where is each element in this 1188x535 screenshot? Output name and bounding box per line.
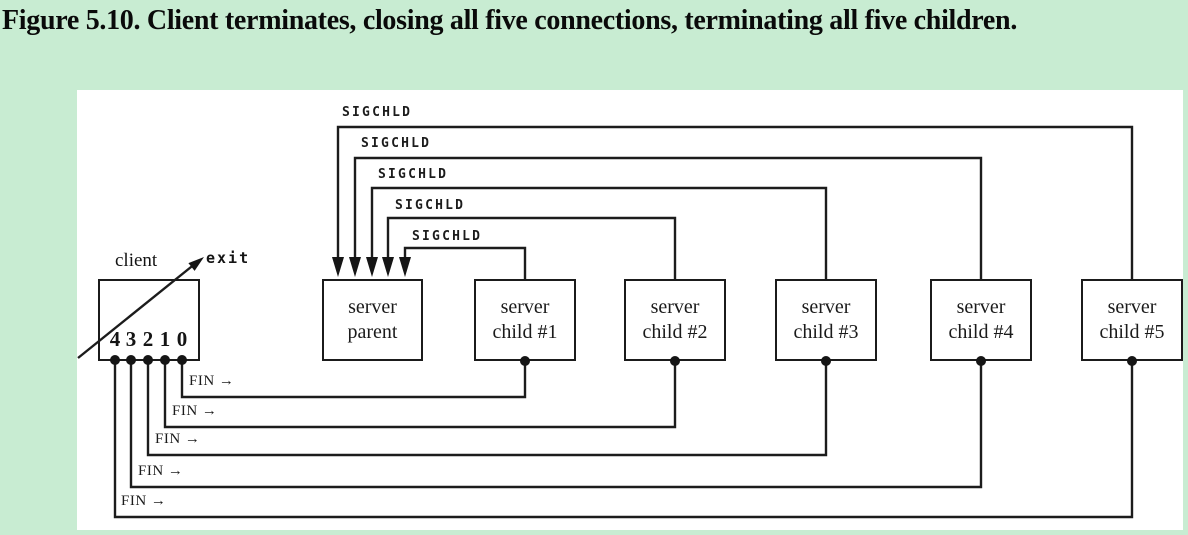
fin-label-fd0: FIN → bbox=[189, 373, 235, 389]
server-child-3-label-line1: server bbox=[801, 296, 851, 318]
server-child-5-label-line2: child #5 bbox=[1099, 321, 1165, 343]
sigchld-label-child5: SIGCHLD bbox=[342, 105, 413, 120]
fin-label-fd3: FIN → bbox=[138, 463, 184, 479]
fin-label-fd1: FIN → bbox=[172, 403, 218, 419]
server-child-3-label-line2: child #3 bbox=[793, 321, 859, 343]
sigchld-label-child1: SIGCHLD bbox=[412, 229, 483, 244]
sigchld-label-child3: SIGCHLD bbox=[378, 167, 449, 182]
client-label: client bbox=[115, 250, 158, 271]
server-child-2-label-line2: child #2 bbox=[642, 321, 708, 343]
figure-title: Figure 5.10. Client terminates, closing … bbox=[2, 5, 1018, 36]
server-child-4-label-line2: child #4 bbox=[948, 321, 1014, 343]
server-parent-box: server parent bbox=[322, 279, 423, 361]
server-child-4-label-line1: server bbox=[956, 296, 1006, 318]
sigchld-label-child2: SIGCHLD bbox=[395, 198, 466, 213]
fin-label-fd2: FIN → bbox=[155, 431, 201, 447]
server-child-1-label-line1: server bbox=[500, 296, 550, 318]
server-parent-label-line2: parent bbox=[347, 321, 398, 343]
server-child-5-label-line1: server bbox=[1107, 296, 1157, 318]
server-child-1-box: server child #1 bbox=[474, 279, 576, 361]
descriptor-0: 0 bbox=[176, 327, 188, 351]
server-child-1-label-line2: child #1 bbox=[492, 321, 558, 343]
server-child-2-label-line1: server bbox=[650, 296, 700, 318]
server-child-3-box: server child #3 bbox=[775, 279, 877, 361]
server-parent-label-line1: server bbox=[348, 296, 397, 318]
sigchld-label-child4: SIGCHLD bbox=[361, 136, 432, 151]
server-child-5-box: server child #5 bbox=[1081, 279, 1183, 361]
server-child-4-box: server child #4 bbox=[930, 279, 1032, 361]
fin-label-fd4: FIN → bbox=[121, 493, 167, 509]
server-child-2-box: server child #2 bbox=[624, 279, 726, 361]
exit-label: exit bbox=[206, 249, 251, 267]
